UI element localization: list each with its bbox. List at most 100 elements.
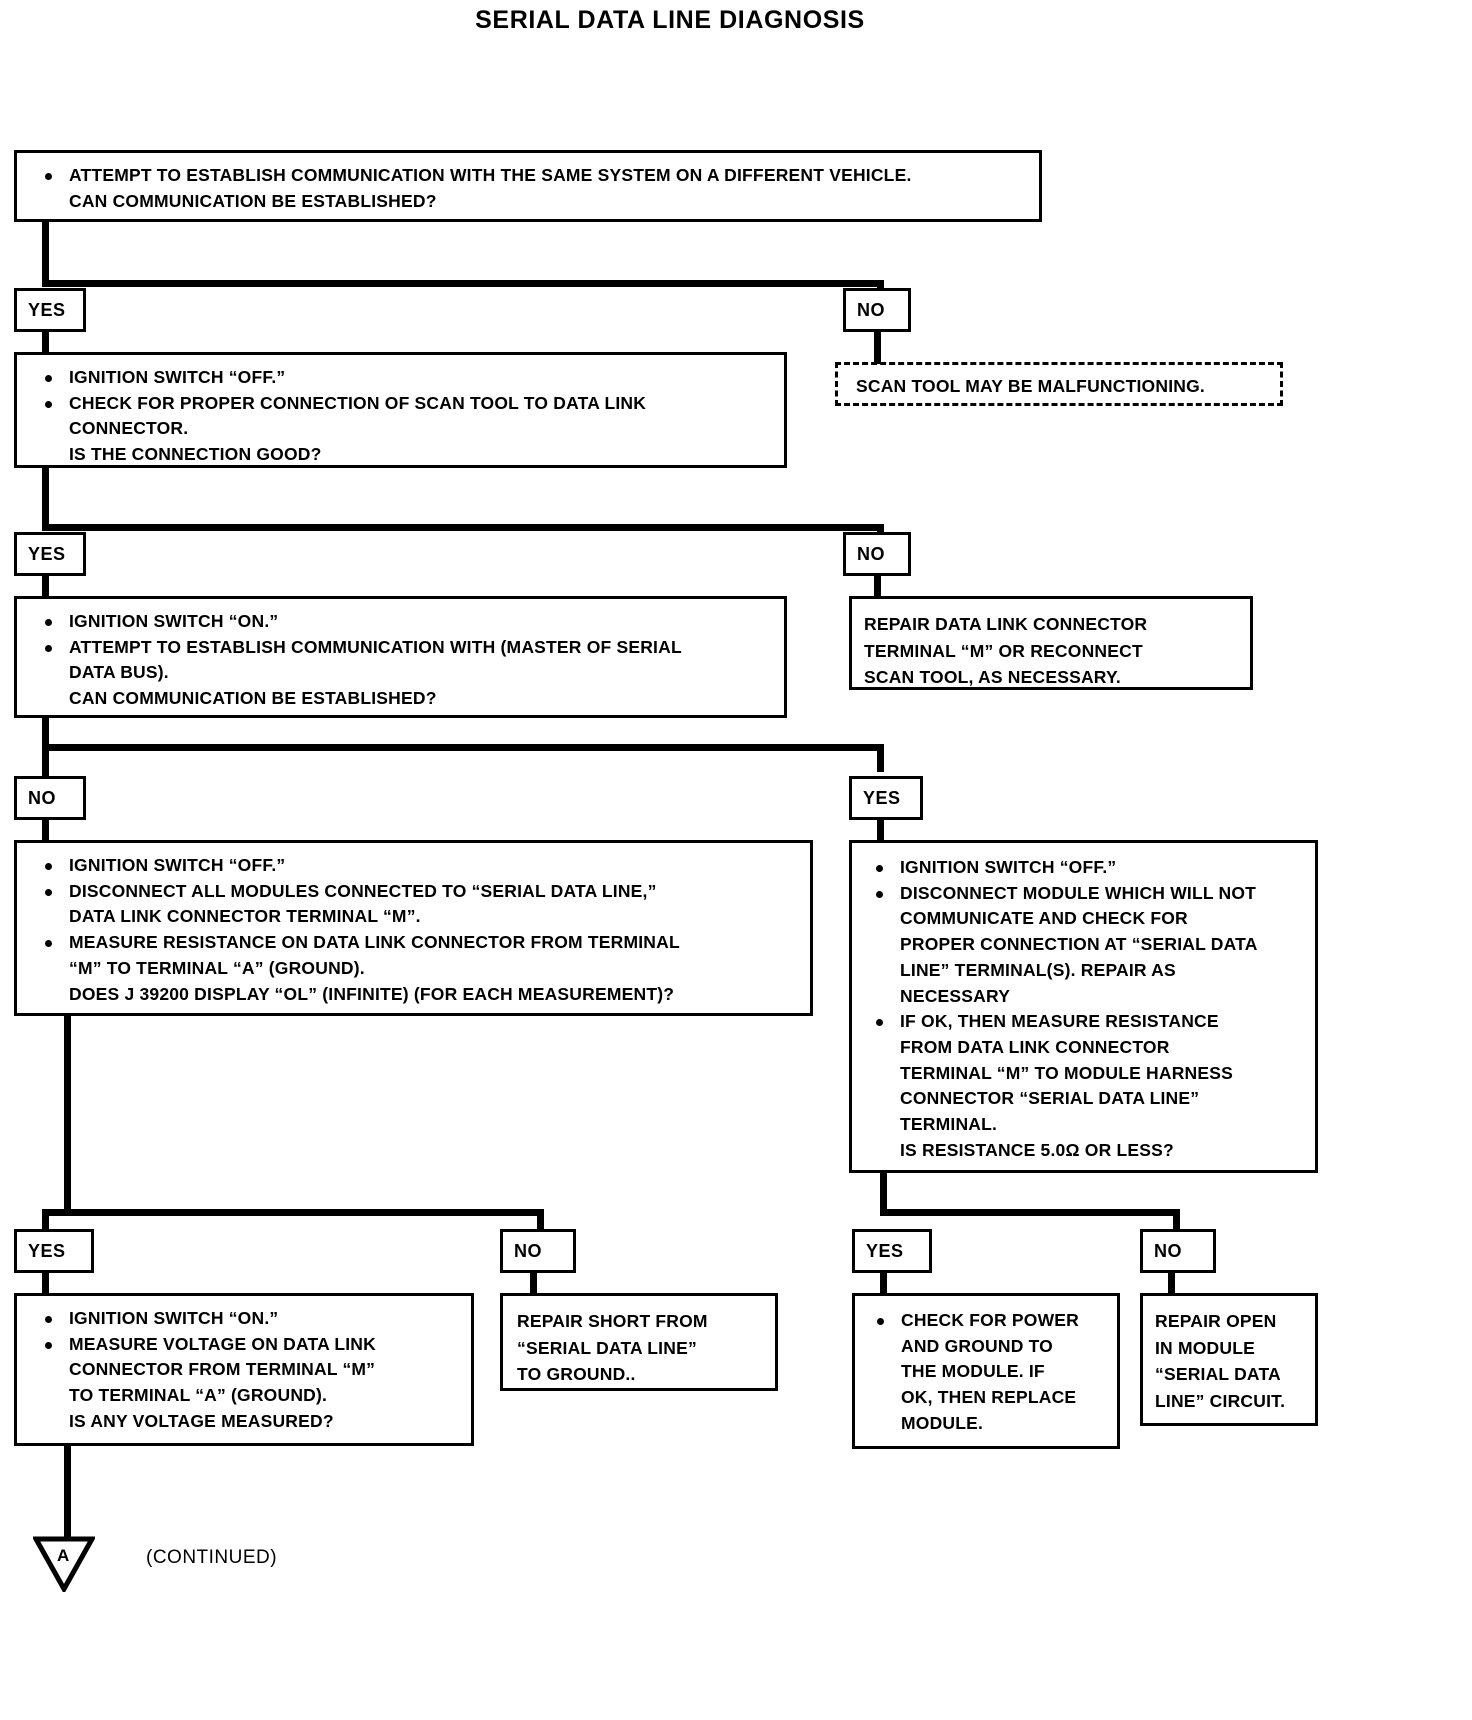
node-step4-left: IGNITION SWITCH “OFF.” DISCONNECT ALL MO… [14, 840, 813, 1016]
node-step4-right-line-4: LINE” TERMINAL(S). REPAIR AS [900, 959, 1176, 980]
node-repair-open: REPAIR OPEN IN MODULE “SERIAL DATA LINE”… [1140, 1293, 1318, 1426]
node-check-power-line-3: OK, THEN REPLACE [901, 1387, 1077, 1408]
connector-step3-yes-down [877, 744, 884, 772]
connector-no2-down [874, 576, 881, 598]
connector-step4-left-split [64, 1209, 544, 1216]
triangle-down-icon [31, 1536, 97, 1595]
node-repair-dlc-text: REPAIR DATA LINK CONNECTOR TERMINAL “M” … [864, 611, 1240, 691]
node-scan-tool-malfunction-text: SCAN TOOL MAY BE MALFUNCTIONING. [856, 373, 1270, 400]
connector-yes4r-down [880, 1273, 887, 1295]
node-step4-right-line-6: IF OK, THEN MEASURE RESISTANCE [862, 1009, 1305, 1035]
connector-step4-left-no-down [537, 1209, 544, 1229]
connector-no4-down [530, 1273, 537, 1295]
node-step2-line-3: IS THE CONNECTION GOOD? [69, 444, 322, 465]
branch-yes-step1: YES [14, 288, 86, 332]
connector-triangle-label: A [57, 1546, 70, 1565]
node-step4-right-line-11: IS RESISTANCE 5.0Ω OR LESS? [900, 1139, 1174, 1160]
node-step5-voltage: IGNITION SWITCH “ON.” MEASURE VOLTAGE ON… [14, 1293, 474, 1446]
connector-triangle-a: A [31, 1536, 97, 1595]
node-step1: ATTEMPT TO ESTABLISH COMMUNICATION WITH … [14, 150, 1042, 222]
node-step4-left-line-5: DOES J 39200 DISPLAY “OL” (INFINITE) (FO… [69, 983, 675, 1004]
connector-step1-split [42, 280, 884, 287]
node-step2-line-1: CHECK FOR PROPER CONNECTION OF SCAN TOOL… [31, 391, 772, 417]
node-check-power-line-4: MODULE. [901, 1412, 984, 1433]
node-step5-voltage-line-3: TO TERMINAL “A” (GROUND). [69, 1385, 328, 1406]
connector-step4-left-yes-down [42, 1209, 49, 1229]
node-step4-right-line-8: TERMINAL “M” TO MODULE HARNESS [900, 1062, 1233, 1083]
node-scan-tool-malfunction: SCAN TOOL MAY BE MALFUNCTIONING. [835, 362, 1283, 406]
node-step1-list: ATTEMPT TO ESTABLISH COMMUNICATION WITH … [31, 163, 1027, 214]
node-step1-line-1: CAN COMMUNICATION BE ESTABLISHED? [69, 190, 437, 211]
connector-step3-split [42, 744, 884, 751]
branch-no-step1: NO [843, 288, 911, 332]
node-scan-tool-malfunction-line-0: SCAN TOOL MAY BE MALFUNCTIONING. [856, 376, 1205, 396]
node-step5-voltage-line-1: MEASURE VOLTAGE ON DATA LINK [31, 1332, 459, 1358]
connector-step1-down [42, 222, 49, 284]
node-check-power-line-0: CHECK FOR POWER [863, 1308, 1109, 1334]
connector-step5-down [64, 1446, 71, 1538]
node-step5-voltage-line-2: CONNECTOR FROM TERMINAL “M” [69, 1359, 376, 1380]
node-repair-open-line-0: REPAIR OPEN [1155, 1311, 1277, 1331]
node-check-power-list: CHECK FOR POWER AND GROUND TO THE MODULE… [863, 1308, 1109, 1437]
branch-no-step4-left: NO [500, 1229, 576, 1273]
node-step4-left-line-0: IGNITION SWITCH “OFF.” [31, 853, 798, 879]
node-step4-right-list: IGNITION SWITCH “OFF.” DISCONNECT MODULE… [862, 855, 1305, 1164]
continued-label: (CONTINUED) [146, 1547, 278, 1568]
node-step4-left-line-3: MEASURE RESISTANCE ON DATA LINK CONNECTO… [31, 930, 798, 956]
node-step4-left-line-1: DISCONNECT ALL MODULES CONNECTED TO “SER… [31, 879, 798, 905]
node-check-power: CHECK FOR POWER AND GROUND TO THE MODULE… [852, 1293, 1120, 1449]
node-step3-line-1: ATTEMPT TO ESTABLISH COMMUNICATION WITH … [31, 635, 772, 661]
node-step4-right-line-7: FROM DATA LINK CONNECTOR [900, 1037, 1170, 1058]
node-step3-list: IGNITION SWITCH “ON.” ATTEMPT TO ESTABLI… [31, 609, 772, 712]
connector-no4r-down [1168, 1273, 1175, 1295]
node-repair-dlc-line-2: SCAN TOOL, AS NECESSARY. [864, 667, 1121, 688]
node-repair-open-text: REPAIR OPEN IN MODULE “SERIAL DATA LINE”… [1155, 1308, 1307, 1414]
connector-step1-no-down [877, 280, 884, 288]
branch-label: NO [1154, 1240, 1182, 1261]
connector-step4-left-down [64, 1016, 71, 1216]
branch-label: NO [514, 1240, 542, 1261]
connector-step4-right-split [880, 1209, 1180, 1216]
branch-no-step3: NO [14, 776, 86, 820]
node-step5-voltage-line-0: IGNITION SWITCH “ON.” [31, 1306, 459, 1332]
connector-no1-down [874, 332, 881, 364]
node-repair-short-line-2: TO GROUND.. [517, 1364, 636, 1385]
branch-label: YES [863, 787, 901, 808]
node-repair-open-line-1: IN MODULE [1155, 1337, 1255, 1358]
branch-yes-step3: YES [849, 776, 923, 820]
node-repair-short-line-0: REPAIR SHORT FROM [517, 1311, 708, 1331]
node-repair-dlc-line-0: REPAIR DATA LINK CONNECTOR [864, 614, 1148, 634]
branch-label: YES [28, 1240, 66, 1261]
connector-yes2-down [42, 576, 49, 598]
branch-label: NO [857, 543, 885, 564]
branch-label: YES [28, 543, 66, 564]
node-repair-short-text: REPAIR SHORT FROM “SERIAL DATA LINE” TO … [517, 1308, 765, 1388]
connector-yes1-down [42, 332, 49, 352]
node-step3-line-2: DATA BUS). [69, 662, 169, 683]
branch-label: NO [28, 787, 56, 808]
connector-step2-split [42, 524, 884, 531]
node-step4-right-line-1: DISCONNECT MODULE WHICH WILL NOT [862, 881, 1305, 907]
node-check-power-line-2: THE MODULE. IF [901, 1361, 1045, 1382]
node-step4-left-line-4: “M” TO TERMINAL “A” (GROUND). [69, 957, 365, 978]
node-step2-list: IGNITION SWITCH “OFF.” CHECK FOR PROPER … [31, 365, 772, 468]
branch-yes-step2: YES [14, 532, 86, 576]
node-step1-line-0: ATTEMPT TO ESTABLISH COMMUNICATION WITH … [31, 163, 1027, 189]
node-step2-line-0: IGNITION SWITCH “OFF.” [31, 365, 772, 391]
node-step3-line-0: IGNITION SWITCH “ON.” [31, 609, 772, 635]
branch-yes-step4-right: YES [852, 1229, 932, 1273]
connector-no3-down [42, 820, 49, 842]
node-step4-right-line-9: CONNECTOR “SERIAL DATA LINE” [900, 1088, 1200, 1109]
node-step3-line-3: CAN COMMUNICATION BE ESTABLISHED? [69, 688, 437, 709]
connector-step2-down [42, 468, 49, 530]
branch-yes-step4-left: YES [14, 1229, 94, 1273]
node-repair-dlc-line-1: TERMINAL “M” OR RECONNECT [864, 640, 1143, 661]
node-repair-short: REPAIR SHORT FROM “SERIAL DATA LINE” TO … [500, 1293, 778, 1391]
node-step5-voltage-list: IGNITION SWITCH “ON.” MEASURE VOLTAGE ON… [31, 1306, 459, 1435]
connector-step2-no-down [877, 524, 884, 532]
branch-label: NO [857, 299, 885, 320]
page-title: SERIAL DATA LINE DIAGNOSIS [475, 6, 865, 34]
node-step4-left-line-2: DATA LINK CONNECTOR TERMINAL “M”. [69, 906, 421, 927]
node-step4-right-line-3: PROPER CONNECTION AT “SERIAL DATA [900, 934, 1258, 955]
